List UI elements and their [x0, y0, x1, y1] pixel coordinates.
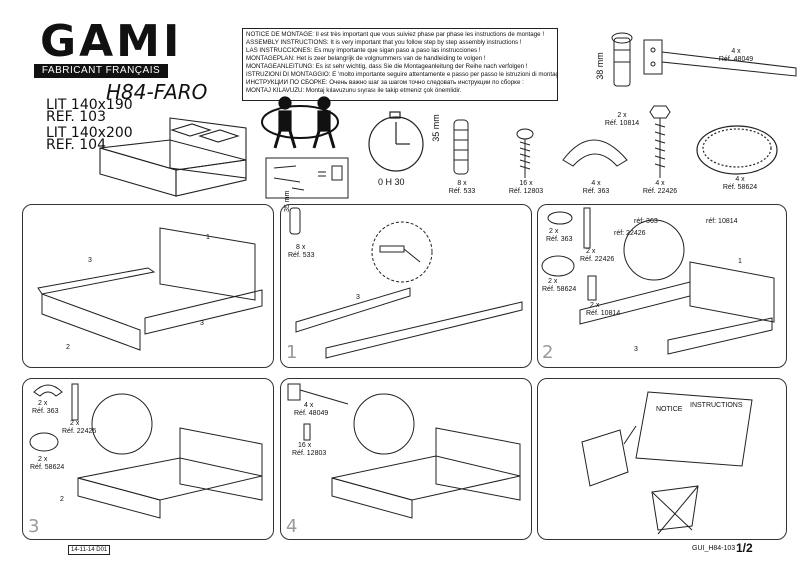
notice-line: LAS INSTRUCCIONES: Es muy importante que… [246, 47, 481, 54]
rail-icon [643, 39, 797, 77]
p5-instructions: INSTRUCTIONS [690, 402, 743, 409]
notice-line: MONTAGEANLEITUNG: Es ist sehr wichtig, d… [246, 63, 528, 70]
p2-h4r: Réf. 10814 [586, 310, 621, 317]
ref-1: REF. 103 [46, 109, 106, 125]
notice-line: MONTAGEPLAN: Het is zeer belangrijk de v… [246, 55, 486, 62]
panel1-qty: 8 x [296, 244, 306, 251]
p5-notice: NOTICE [656, 406, 683, 413]
panel2-assembly [541, 207, 775, 355]
notice-line: ASSEMBLY INSTRUCTIONS: It is very import… [246, 39, 522, 46]
p4-h2r: Réf. 12803 [292, 450, 327, 457]
brand-logo: GAMI [40, 16, 183, 67]
p3-h3q: 2 x [38, 456, 48, 463]
model-name: H84-FARO [106, 80, 208, 104]
step-panel-0 [22, 204, 274, 368]
bed-illustration [99, 117, 247, 197]
part-callout: 3 [634, 346, 638, 353]
stopwatch-icon [368, 111, 424, 172]
part-callout: 1 [206, 234, 210, 241]
corner-bracket-icon [562, 139, 628, 167]
p4-h1r: Réf. 48049 [294, 410, 329, 417]
part-callout: 1 [738, 258, 742, 265]
p3-h2r: Réf. 22426 [62, 428, 97, 435]
panel1-rails [289, 207, 523, 359]
part-callout: 3 [356, 294, 360, 301]
bolt-icon [649, 105, 671, 178]
p3-h1r: Réf. 363 [32, 408, 59, 415]
step-number-4: 4 [286, 516, 298, 537]
p2-h2q: 2 x [586, 248, 596, 255]
panel3-assembly [29, 383, 263, 519]
panel0-frame [37, 227, 263, 351]
step-panel-3 [22, 378, 274, 540]
step-panel-4 [280, 378, 532, 540]
step-number-3: 3 [28, 516, 40, 537]
p2-h1q: 2 x [549, 228, 559, 235]
p2-c2: réf: 22426 [614, 230, 646, 237]
step-panel-1 [280, 204, 532, 368]
p2-c3: réf: 10814 [706, 218, 738, 225]
footer-code: GUI_H84-103 [692, 545, 736, 552]
notice-line: MONTAJ KILAVUZU: Montaj kılavuzunu sıyra… [246, 87, 462, 94]
size-2: LIT 140x200 [46, 125, 133, 141]
two-persons-icon [261, 96, 339, 149]
notice-line: NOTICE DE MONTAGE: Il est très important… [246, 31, 545, 38]
cam-fitting-icon [611, 32, 633, 87]
p3-h3r: Réf. 58624 [30, 464, 65, 471]
dowel-icon [453, 119, 469, 175]
cap-icon [696, 125, 778, 175]
notice-line: ИНСТРУКЦИИ ПО СБОРКЕ: Очень важно шаг за… [246, 79, 524, 86]
footer-date: 14-11-14 [71, 547, 95, 553]
part-callout: 3 [88, 257, 92, 264]
part-callout: 2 [66, 344, 70, 351]
panel4-assembly [287, 383, 521, 519]
panel5-instructions [581, 391, 753, 535]
p2-h2r: Réf. 22426 [580, 256, 615, 263]
footer-version: D01 [96, 547, 108, 553]
p2-c1: réf: 363 [634, 218, 658, 225]
page-number: 1/2 [736, 541, 753, 555]
notice-box: NOTICE DE MONTAGE: Il est très important… [242, 28, 558, 101]
tools-box [265, 157, 349, 199]
p2-h4q: 2 x [590, 302, 600, 309]
p2-h3q: 2 x [548, 278, 558, 285]
ref-2: REF. 104 [46, 137, 106, 153]
panel1-dim: 35 mm [284, 190, 291, 212]
panel1-ref: Réf. 533 [288, 252, 315, 259]
p4-h2q: 16 x [298, 442, 312, 449]
step-number-1: 1 [286, 342, 298, 363]
p3-h1q: 2 x [38, 400, 48, 407]
footer-date-box: 14-11-14 D01 [68, 545, 111, 555]
part-callout: 3 [200, 320, 204, 327]
step-panel-2 [537, 204, 787, 368]
notice-line: ISTRUZIONI DI MONTAGGIO: E 'molto import… [246, 71, 558, 78]
part-callout: 2 [60, 496, 64, 503]
step-number-2: 2 [542, 342, 554, 363]
screw-icon [516, 128, 534, 178]
p2-h1r: Réf. 363 [546, 236, 573, 243]
p3-h2q: 2 x [70, 420, 80, 427]
p4-h1q: 4 x [304, 402, 314, 409]
p2-h3r: Réf. 58624 [542, 286, 577, 293]
assembly-time: 0 H 30 [378, 177, 405, 187]
step-panel-5 [537, 378, 787, 540]
size-1: LIT 140x190 [46, 97, 133, 113]
brand-tagline: FABRICANT FRANÇAIS [34, 64, 168, 78]
